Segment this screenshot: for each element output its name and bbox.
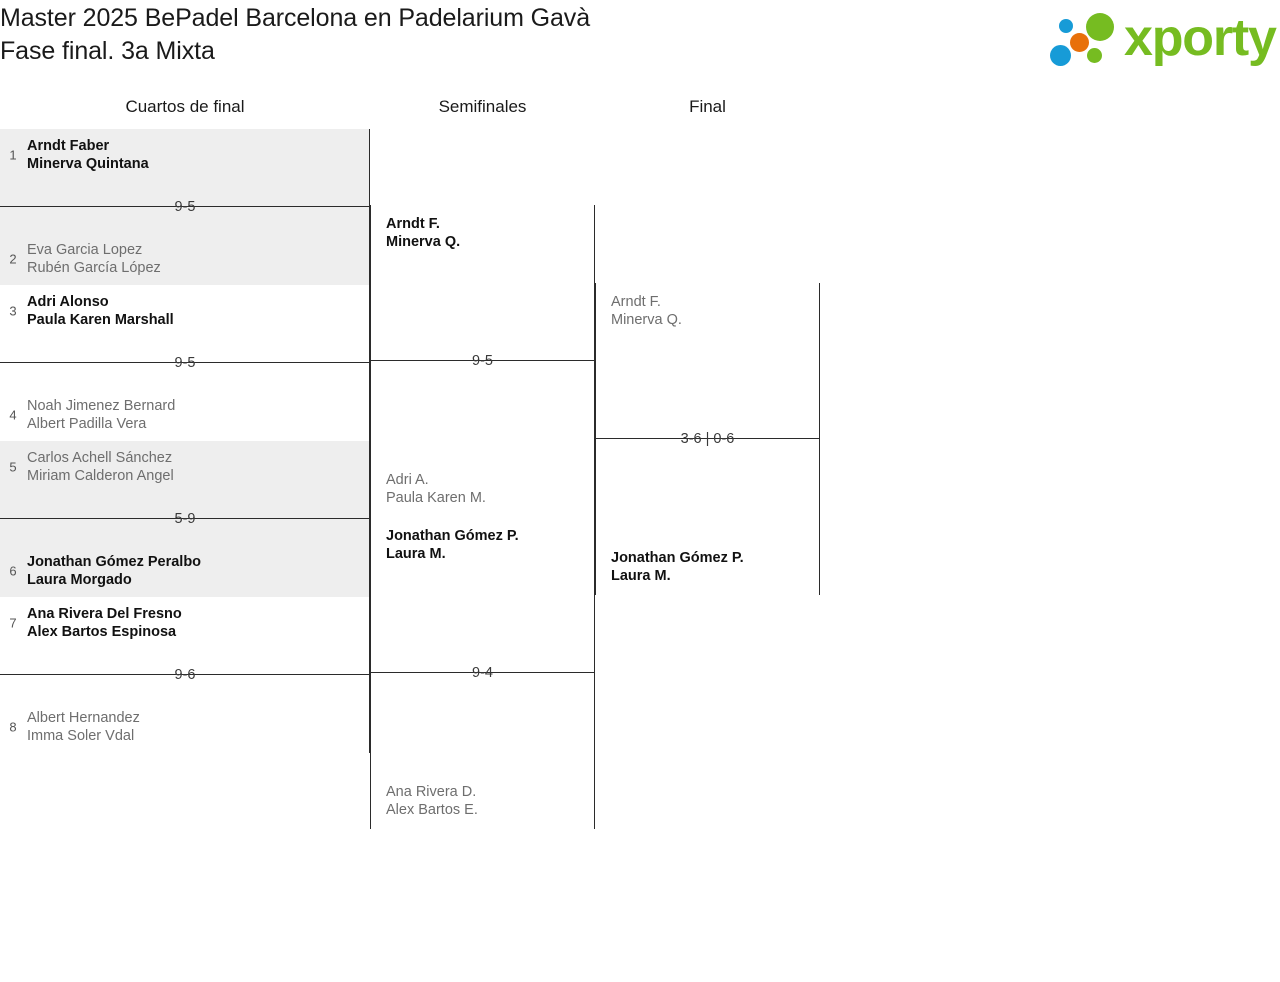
player-2-name: Alex Bartos E. [386, 802, 478, 818]
team-seed: 4 [9, 407, 17, 423]
player-2-name: Laura M. [386, 546, 446, 562]
player-2-name: Paula Karen Marshall [27, 312, 174, 328]
player-2-name: Minerva Q. [386, 234, 461, 250]
player-1-name: Adri A. [386, 472, 429, 488]
bracket-match[interactable]: Arndt F. Minerva Q. Jonathan Gómez P. Laura… [595, 283, 820, 595]
page-header: Master 2025 BePadel Barcelona en Padelar… [0, 0, 1280, 88]
player-2-name: Paula Karen M. [386, 490, 486, 506]
team-names: Ana Rivera D. Alex Bartos E. [386, 783, 595, 819]
player-2-name: Minerva Quintana [27, 156, 149, 172]
player-1-name: Albert Hernandez [27, 710, 140, 726]
player-1-name: Arndt F. [386, 216, 440, 232]
match-half-bottom [0, 207, 370, 285]
match-half-top [370, 517, 595, 673]
xporty-logo[interactable]: xporty [1042, 6, 1277, 68]
bracket-match[interactable]: Arndt F.Minerva Q.Adri A.Paula Karen M.9… [370, 205, 595, 517]
team-names: Adri A. Paula Karen M. [386, 471, 595, 507]
logo-dot-blue-bottom [1050, 45, 1071, 66]
match-half-top [0, 285, 370, 363]
round-header-quarterfinals: Cuartos de final [125, 97, 245, 116]
player-1-name: Carlos Achell Sánchez [27, 450, 173, 466]
match-half-top [0, 597, 370, 675]
logo-wordmark: xporty [1124, 9, 1277, 67]
player-1-name: Ana Rivera Del Fresno [27, 606, 182, 622]
player-2-name: Minerva Q. [611, 312, 682, 328]
player-1-name: Adri Alonso [27, 294, 109, 310]
match-half-bottom [370, 673, 595, 829]
player-2-name: Albert Padilla Vera [27, 416, 147, 432]
logo-dot-orange [1070, 33, 1089, 52]
bracket-team-top[interactable]: Jonathan Gómez P. Laura M. [370, 527, 595, 563]
player-1-name: Eva Garcia Lopez [27, 242, 143, 258]
player-2-name: Laura M. [611, 568, 671, 584]
team-seed: 7 [9, 615, 17, 631]
team-names: Jonathan Gómez P. Laura M. [611, 549, 820, 585]
team-names: Arndt F. Minerva Q. [611, 293, 820, 329]
match-half-bottom [0, 519, 370, 597]
match-half-bottom [370, 361, 595, 517]
bracket-team-top[interactable]: Arndt F. Minerva Q. [370, 215, 595, 251]
team-seed: 5 [9, 459, 17, 475]
team-seed: 1 [9, 147, 17, 163]
match-half-bottom [0, 675, 370, 753]
round-header-final: Final [689, 97, 726, 116]
match-half-bottom [595, 439, 820, 595]
logo-dot-blue-top [1059, 19, 1073, 33]
team-seed: 6 [9, 563, 17, 579]
round-header-semifinals: Semifinales [438, 97, 527, 116]
player-1-name: Ana Rivera D. [386, 784, 477, 800]
player-1-name: Jonathan Gómez Peralbo [27, 554, 202, 570]
team-seed: 3 [9, 303, 17, 319]
player-2-name: Alex Bartos Espinosa [27, 624, 177, 640]
player-1-name: Jonathan Gómez P. [611, 550, 744, 566]
logo-dot-green-large [1086, 13, 1114, 41]
bracket-match[interactable]: Jonathan Gómez P. Laura M. Ana Rivera D. Al… [370, 517, 595, 829]
team-seed: 8 [9, 719, 17, 735]
match-half-top [595, 283, 820, 439]
logo-dot-green-small [1087, 48, 1102, 63]
team-names: Jonathan Gómez P. Laura M. [386, 527, 595, 563]
bracket-team-bottom[interactable]: Adri A. Paula Karen M. [370, 471, 595, 507]
team-names: Arndt F. Minerva Q. [386, 215, 595, 251]
match-half-top [0, 129, 370, 207]
player-1-name: Arndt F. [611, 294, 661, 310]
player-2-name: Laura Morgado [27, 572, 132, 588]
page-title: Master 2025 BePadel Barcelona en Padelar… [0, 4, 591, 65]
match-half-top [0, 441, 370, 519]
logo-dots-icon [1048, 11, 1126, 67]
match-half-top [370, 205, 595, 361]
bracket-team-bottom[interactable]: Jonathan Gómez P. Laura M. [595, 549, 820, 585]
bracket-team-bottom[interactable]: Ana Rivera D. Alex Bartos E. [370, 783, 595, 819]
player-1-name: Arndt Faber [27, 138, 110, 154]
player-1-name: Jonathan Gómez P. [386, 528, 519, 544]
player-1-name: Noah Jimenez Bernard [27, 398, 176, 414]
bracket-team-top[interactable]: Arndt F. Minerva Q. [595, 293, 820, 329]
player-2-name: Imma Soler Vdal [27, 728, 135, 744]
player-2-name: Rubén García López [27, 260, 161, 276]
player-2-name: Miriam Calderon Angel [27, 468, 174, 484]
match-half-bottom [0, 363, 370, 441]
team-seed: 2 [9, 251, 17, 267]
